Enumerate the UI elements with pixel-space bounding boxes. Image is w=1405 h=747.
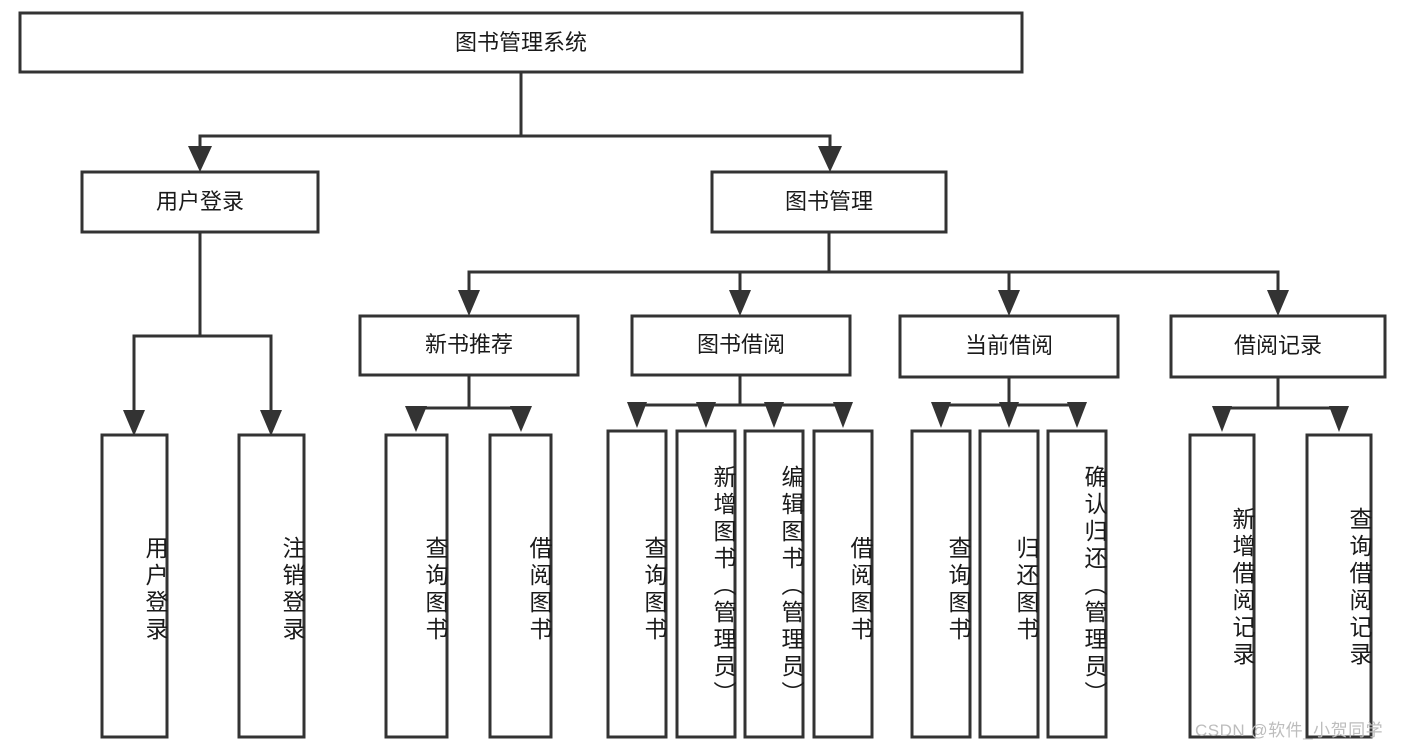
csdn-watermark: CSDN @软件_小贺同学	[1195, 721, 1384, 740]
leaf-query-book-1-box[interactable]	[384, 433, 449, 739]
leaf-borrow-book-1-box[interactable]	[488, 433, 553, 739]
leaf-logout-box[interactable]	[237, 433, 306, 739]
node-book-manage-label: 图书管理	[785, 189, 873, 214]
arrowhead-book-borrow	[729, 290, 751, 316]
node-borrow-record-box[interactable]	[1169, 314, 1387, 379]
arrowhead-leaf-borrow-book-2	[833, 402, 853, 428]
arrowhead-leaf-borrow-book-1	[510, 406, 532, 432]
leaf-add-book-box[interactable]	[675, 429, 737, 739]
arrowhead-new-book-rec	[458, 290, 480, 316]
node-new-book-rec-label: 新书推荐	[425, 332, 513, 357]
node-user-login-box[interactable]	[80, 170, 320, 234]
node-book-manage-box[interactable]	[710, 170, 948, 234]
node-current-borrow-label: 当前借阅	[965, 333, 1053, 358]
leaf-query-book-2-box[interactable]	[606, 429, 668, 739]
leaf-query-record-box[interactable]	[1305, 433, 1373, 739]
leaf-return-book-box[interactable]	[978, 429, 1040, 739]
arrowhead-current-borrow	[998, 290, 1020, 316]
arrowhead-leaf-logout	[260, 410, 282, 436]
node-book-borrow-label: 图书借阅	[697, 332, 785, 357]
leaf-edit-book-box[interactable]	[743, 429, 805, 739]
arrowhead-leaf-query-record	[1329, 406, 1349, 432]
nodes-group: 图书管理系统 用户登录 图书管理 新书推荐 图书借阅 当前借阅 借阅记录	[18, 11, 1387, 739]
arrowhead-borrow-record	[1267, 290, 1289, 316]
arrowhead-leaf-query-book-2	[627, 402, 647, 428]
leaf-add-record-box[interactable]	[1188, 433, 1256, 739]
node-root-label: 图书管理系统	[455, 30, 587, 55]
arrowhead-leaf-add-record	[1212, 406, 1232, 432]
node-book-borrow-box[interactable]	[630, 314, 852, 377]
node-borrow-record-label: 借阅记录	[1234, 333, 1322, 358]
arrowhead-leaf-query-book-1	[405, 406, 427, 432]
arrowheads-group	[123, 146, 1349, 436]
arrowhead-user-login	[188, 146, 212, 172]
leaf-user-login-box[interactable]	[100, 433, 169, 739]
leaf-borrow-book-2-box[interactable]	[812, 429, 874, 739]
node-current-borrow-box[interactable]	[898, 314, 1120, 379]
arrowhead-leaf-query-book-3	[931, 402, 951, 428]
arrowhead-leaf-add-book	[696, 402, 716, 428]
arrowhead-leaf-confirm-return	[1067, 402, 1087, 428]
leaf-confirm-return-box[interactable]	[1046, 429, 1108, 739]
node-user-login-label: 用户登录	[156, 189, 244, 214]
leaf-query-book-3-box[interactable]	[910, 429, 972, 739]
arrowhead-leaf-return-book	[999, 402, 1019, 428]
arrowhead-book-manage	[818, 146, 842, 172]
arrowhead-leaf-user-login	[123, 410, 145, 436]
node-root-box[interactable]	[18, 11, 1024, 74]
node-new-book-rec-box[interactable]	[358, 314, 580, 377]
arrowhead-leaf-edit-book	[764, 402, 784, 428]
